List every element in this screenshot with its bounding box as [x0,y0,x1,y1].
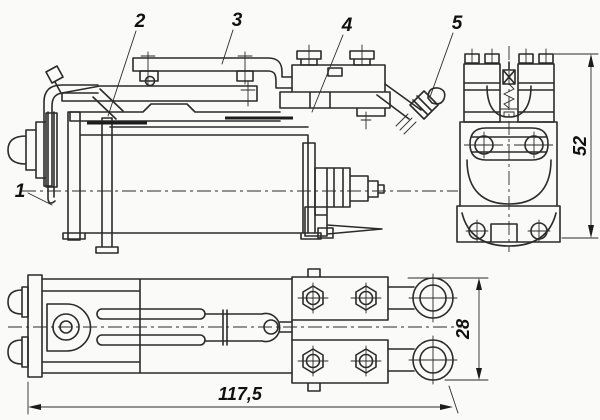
callout-1: 1 [15,181,26,202]
strip-z-bend [92,88,124,120]
boss-circle-inner [59,320,73,334]
plan-strips [204,309,293,346]
dim-length-arrow-left [28,404,41,410]
callout-leader-lines [27,29,454,206]
block-screws [296,50,375,66]
dim-height: 52 [553,53,599,239]
contact-shadow [87,116,293,125]
eyelet-crosshairs [408,273,458,385]
end-contact-spring [500,83,518,118]
dim-length-extensions [27,381,459,415]
end-base [456,205,561,243]
end-contact-mechanism [486,61,532,118]
boss-circle-outer [52,313,80,341]
end-plate-screws [470,131,548,159]
end-block-screws [464,53,554,64]
top-bar-feet [139,70,254,82]
side-view [7,44,458,254]
dim-width-arrow-top [476,278,482,290]
dim-width-arrow-bottom [476,368,482,380]
plan-slot-upper [96,308,206,320]
dim-width: 28 [407,277,489,381]
end-view [456,46,561,252]
yoke-strip [61,85,258,102]
plan-eyelet-terminals [387,273,458,385]
armature-bolt [7,65,64,188]
callouts: 1 2 3 4 5 [15,10,463,206]
end-base-screws [465,219,551,243]
dim-length-label: 117,5 [218,384,263,404]
plan-view [7,268,462,392]
coil-body [62,111,322,254]
callout-2: 2 [134,11,146,32]
contact-block-bolt [360,111,372,130]
hex-screw-outlines [302,285,377,374]
terminal-ribs [395,113,417,135]
yoke-strip-bolt [240,80,256,107]
angled-terminal [376,83,446,120]
callout-4: 4 [341,15,353,36]
dim-height-arrow-bottom [588,225,594,238]
contact-plate [69,103,281,122]
block-screw-stems [308,44,363,66]
dim-length-arrow-right [440,404,453,410]
lead-wire [47,111,56,204]
hex-screw-crosses [297,282,382,377]
top-bar-bolts [140,51,253,85]
top-bar [132,57,293,89]
contact-block [279,64,391,117]
plan-left-bolts [7,286,29,368]
dim-length: 117,5 [27,381,459,415]
base-screw-crosses [465,219,551,243]
callout-5: 5 [452,13,463,34]
dim-width-extensions [407,277,489,381]
plan-pivot [263,319,279,335]
plan-slot-lower [96,334,206,346]
plan-boss [46,303,92,352]
plan-contact-blocks [291,268,389,392]
end-body [459,121,558,247]
eyelet-connectors [387,286,415,372]
dim-width-label: 28 [453,319,473,340]
dim-height-extensions [553,53,599,239]
callout-3: 3 [232,10,243,31]
coil-terminal [304,167,385,239]
plan-body [27,274,293,378]
dim-height-arrow-top [588,54,594,67]
plate-screw-crosses [470,131,548,159]
dim-height-label: 52 [570,136,590,156]
plan-hex-screws [297,282,382,377]
end-block-screw-stems [471,48,547,65]
